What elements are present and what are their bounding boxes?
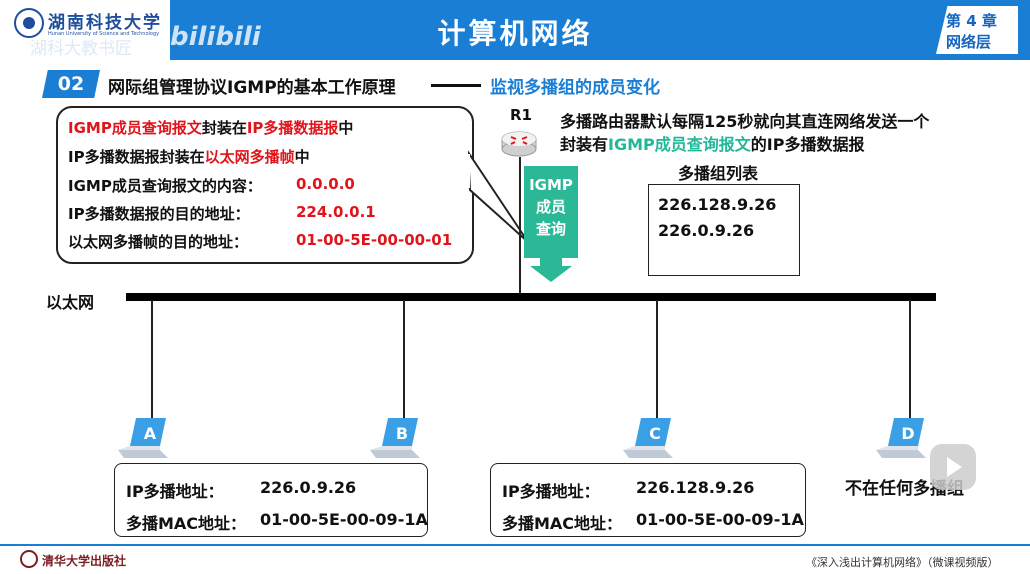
book-title: 《深入浅出计算机网络》（微课视频版） (806, 556, 999, 569)
bubble-line-5: 以太网多播帧的目的地址： 01-00-5E-00-00-01 (68, 231, 452, 252)
text: 以太网多播帧的目的地址： (68, 233, 249, 251)
text: IGMP成员查询报文的内容： (68, 177, 262, 195)
chapter-name: 网络层 (946, 33, 992, 51)
host-link-d (909, 300, 911, 418)
host-link-c (656, 300, 658, 418)
group-list-title: 多播组列表 (678, 164, 759, 183)
ethernet-label: 以太网 (46, 293, 95, 312)
mac-dest-value: 01-00-5E-00-00-01 (296, 231, 453, 249)
bubble-line-4: IP多播数据报的目的地址： 224.0.0.1 (68, 203, 376, 224)
mac-multicast-value: 01-00-5E-00-09-1A (636, 510, 804, 529)
chapter-box (936, 6, 1018, 54)
group-info-box-ab (114, 463, 428, 537)
host-c-label: C (649, 424, 661, 443)
ip-dest-value: 224.0.0.1 (296, 203, 376, 221)
bubble-tail (468, 150, 529, 243)
mac-multicast-label: 多播MAC地址： (502, 514, 623, 533)
host-a-label: A (143, 424, 157, 443)
router-note-line-2: 封装有IGMP成员查询报文的IP多播数据报 (560, 131, 864, 155)
igmp-query-label: IGMP 成员 查询 (524, 174, 578, 240)
header-bar (0, 0, 1030, 60)
ethernet-bus (126, 293, 936, 301)
igmp-query-packet (524, 166, 578, 258)
query-message-text: IGMP成员查询报文 (68, 119, 202, 137)
text: 中 (338, 119, 354, 137)
section-subtitle: 监视多播组的成员变化 (490, 78, 660, 98)
page-title: 计算机网络 (437, 17, 593, 50)
section-title: 网际组管理协议IGMP的基本工作原理 (108, 78, 396, 98)
bubble-line-3: IGMP成员查询报文的内容： 0.0.0.0 (68, 175, 355, 196)
down-arrow-icon (530, 256, 572, 282)
laptop-icon (876, 418, 926, 458)
text: IP多播数据报封装在 (68, 148, 205, 166)
text: IP多播数据报的目的地址： (68, 205, 250, 223)
bilibili-watermark: bilibili (170, 22, 261, 52)
host-link-b (403, 300, 405, 418)
packet-label-line: 成员 (535, 198, 566, 216)
group-list-item: 226.0.9.26 (658, 221, 755, 240)
mac-multicast-value: 01-00-5E-00-09-1A (260, 510, 428, 529)
text: 的IP多播数据报 (750, 135, 865, 154)
router-label: R1 (510, 106, 532, 124)
section-dash (431, 84, 481, 87)
ip-multicast-text: IP多播数据报 (246, 119, 339, 137)
ip-multicast-label: IP多播地址： (502, 482, 600, 501)
igmp-query-highlight: IGMP成员查询报文 (608, 135, 751, 154)
router-icon (501, 131, 537, 157)
mac-multicast-label: 多播MAC地址： (126, 514, 247, 533)
laptop-icon (118, 418, 168, 458)
router-link (519, 157, 521, 295)
ip-multicast-label: IP多播地址： (126, 482, 224, 501)
ip-multicast-value: 226.128.9.26 (636, 478, 755, 497)
chapter-number: 第 4 章 (946, 12, 997, 30)
laptop-icon (370, 418, 420, 458)
text: 中 (294, 148, 310, 166)
bubble-line-1: IGMP成员查询报文封装在IP多播数据报中 (68, 117, 353, 138)
publisher-name: 清华大学出版社 (42, 554, 127, 568)
footer-divider (0, 544, 1030, 546)
group-list-item: 226.128.9.26 (658, 195, 777, 214)
watermark: 湖科大教书匠 (30, 39, 132, 59)
speech-bubble (56, 106, 474, 264)
laptop-icon (623, 418, 673, 458)
ip-multicast-value: 226.0.9.26 (260, 478, 357, 497)
host-d-label: D (901, 424, 915, 443)
host-b-label: B (395, 424, 409, 443)
query-content-value: 0.0.0.0 (296, 175, 355, 193)
play-button[interactable] (930, 444, 976, 490)
bubble-line-2: IP多播数据报封装在以太网多播帧中 (68, 146, 310, 167)
group-info-box-c (490, 463, 806, 537)
text: 封装在 (201, 119, 247, 137)
university-english-name: Hunan University of Science and Technolo… (48, 31, 160, 37)
university-logo-icon (14, 8, 44, 38)
section-badge: 02 (42, 70, 100, 98)
ethernet-multicast-text: 以太网多播帧 (204, 148, 295, 166)
router-note-line-1: 多播路由器默认每隔125秒就向其直连网络发送一个 (560, 112, 930, 131)
host-link-a (151, 300, 153, 418)
university-name: 湖南科技大学 (48, 13, 162, 33)
publisher-logo-icon (20, 550, 38, 568)
packet-label-line: 查询 (535, 220, 566, 238)
group-list-box (648, 184, 800, 276)
packet-label-line: IGMP (529, 176, 573, 194)
text: 封装有 (560, 135, 609, 154)
